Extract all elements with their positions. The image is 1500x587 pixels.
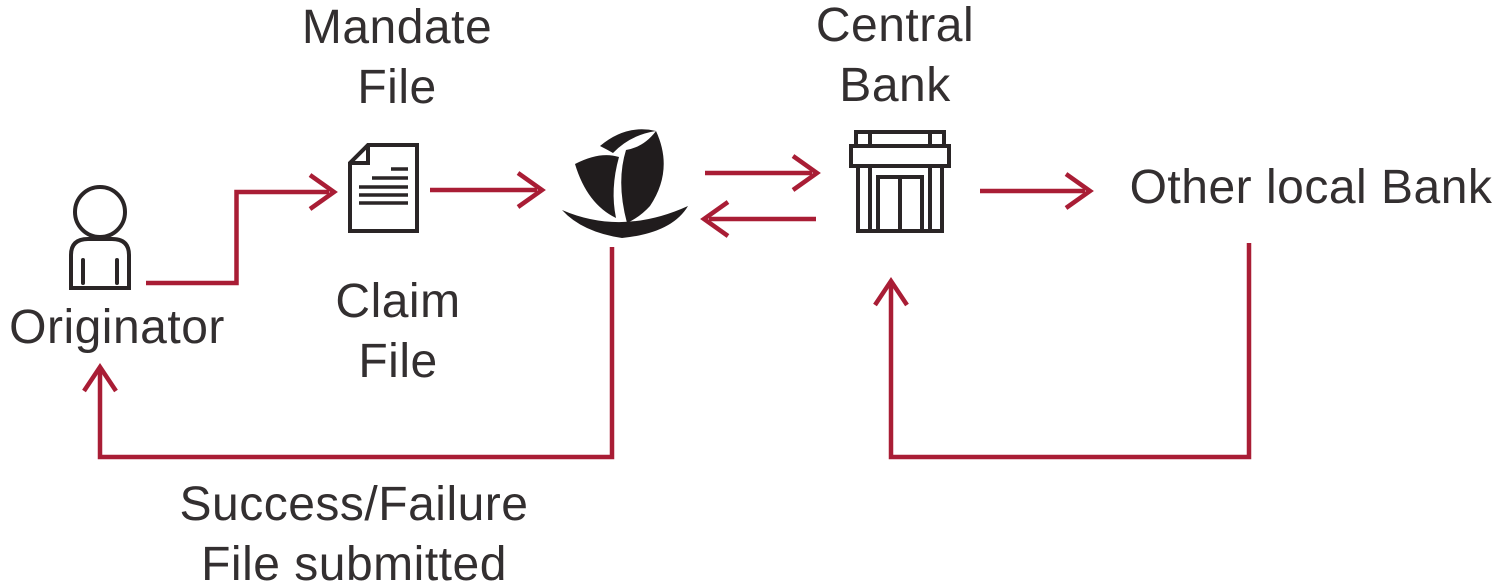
- other-local-bank-label: Other local Bank: [1129, 161, 1493, 214]
- arrow-success-failure-feedback-to-originator: [82, 247, 615, 460]
- success-failure-note: Success/Failure File submitted: [104, 475, 604, 587]
- arrow-other-local-bank-feedback-to-central-bank: [873, 243, 1252, 460]
- sailboat-logo-icon: [562, 129, 688, 238]
- claim-file-label: Claim File: [248, 272, 548, 392]
- arrow-central-bank-to-processing-bank: [700, 200, 816, 238]
- document-icon: [348, 143, 419, 233]
- central-bank-label: Central Bank: [745, 0, 1045, 116]
- arrow-processing-bank-to-central-bank: [705, 154, 821, 192]
- claim-file-label-line1: Claim: [335, 275, 461, 328]
- person-icon: [69, 185, 131, 290]
- originator-label: Originator: [9, 301, 225, 354]
- mandate-file-label-line1: Mandate: [301, 1, 493, 54]
- mandate-file-label: Mandate File: [247, 0, 547, 118]
- mandate-file-label-line2: File: [357, 61, 437, 114]
- arrow-central-bank-to-other-local-bank: [980, 172, 1094, 210]
- success-failure-note-line1: Success/Failure: [179, 478, 529, 531]
- central-bank-label-line1: Central: [815, 0, 975, 52]
- central-bank-label-line2: Bank: [839, 59, 951, 112]
- arrow-originator-to-mandate-file: [146, 173, 338, 286]
- bank-building-icon: [849, 130, 951, 233]
- claim-file-label-line2: File: [358, 335, 438, 388]
- flow-connectors: [82, 154, 1252, 460]
- success-failure-note-line2: File submitted: [201, 538, 507, 587]
- arrow-mandate-file-to-processing-bank: [430, 171, 546, 209]
